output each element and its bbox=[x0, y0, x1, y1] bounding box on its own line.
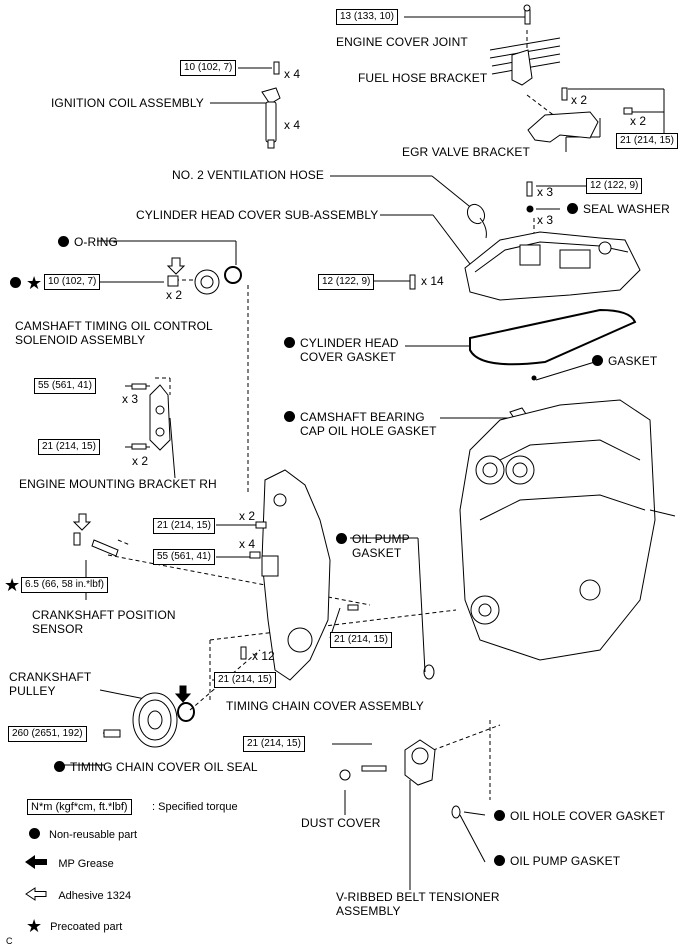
non-reusable-icon bbox=[29, 828, 40, 839]
count-mount-lower: x 2 bbox=[132, 454, 149, 468]
count-egr-upper: x 2 bbox=[571, 93, 588, 107]
non-reusable-icon bbox=[58, 236, 69, 247]
label-v-ribbed-belt-tensioner-2: ASSEMBLY bbox=[336, 904, 401, 918]
filled-arrow-icon bbox=[25, 855, 47, 869]
count-egr-right: x 2 bbox=[630, 114, 647, 128]
legend-mp-grease: MP Grease bbox=[25, 855, 114, 871]
legend-non-reusable-text: Non-reusable part bbox=[49, 829, 138, 841]
non-reusable-icon bbox=[494, 810, 505, 821]
precoated-marker-solenoid: ★ bbox=[10, 273, 43, 293]
legend-adhesive: Adhesive 1324 bbox=[25, 887, 131, 903]
label-camshaft-timing-solenoid-1: CAMSHAFT TIMING OIL CONTROL bbox=[15, 319, 213, 333]
count-head-cover-main: x 14 bbox=[421, 274, 444, 288]
precoated-star-icon: ★ bbox=[4, 575, 21, 595]
torque-head-cover-upper: 12 (122, 9) bbox=[586, 178, 643, 194]
count-solenoid: x 2 bbox=[166, 288, 183, 302]
legend-torque-box: N*m (kgf*cm, ft.*lbf) bbox=[27, 799, 132, 815]
non-reusable-icon bbox=[10, 277, 21, 288]
corner-code: C bbox=[6, 936, 13, 946]
label-ohcg-text: OIL HOLE COVER GASKET bbox=[510, 809, 666, 823]
label-dust-cover: DUST COVER bbox=[301, 816, 381, 830]
count-timing-c: x 12 bbox=[252, 649, 275, 663]
count-timing-a: x 2 bbox=[239, 509, 256, 523]
legend-precoated: ★ Precoated part bbox=[26, 916, 123, 936]
label-camshaft-bearing-cap-2: CAP OIL HOLE GASKET bbox=[300, 424, 437, 438]
label-o-ring: O-RING bbox=[58, 235, 118, 249]
non-reusable-icon bbox=[592, 355, 603, 366]
label-cylinder-head-cover-gasket-1: CYLINDER HEAD bbox=[284, 336, 399, 350]
label-oil-hole-cover-gasket: OIL HOLE COVER GASKET bbox=[494, 809, 665, 823]
label-ignition-coil-assembly: IGNITION COIL ASSEMBLY bbox=[51, 96, 204, 110]
torque-timing-cover-c: 21 (214, 15) bbox=[330, 632, 392, 648]
count-seal-washer: x 3 bbox=[537, 213, 554, 227]
torque-egr-bracket: 21 (214, 15) bbox=[616, 133, 678, 149]
label-tccos-text: TIMING CHAIN COVER OIL SEAL bbox=[70, 760, 258, 774]
label-engine-cover-joint: ENGINE COVER JOINT bbox=[336, 35, 468, 49]
label-timing-chain-cover-oil-seal: TIMING CHAIN COVER OIL SEAL bbox=[54, 760, 258, 774]
legend-non-reusable: Non-reusable part bbox=[29, 827, 137, 842]
non-reusable-icon bbox=[284, 337, 295, 348]
torque-engine-cover-joint: 13 (133, 10) bbox=[336, 9, 398, 25]
non-reusable-icon bbox=[284, 411, 295, 422]
legend-torque-text: : Specified torque bbox=[152, 801, 238, 813]
label-camshaft-timing-solenoid-2: SOLENOID ASSEMBLY bbox=[15, 333, 146, 347]
label-opgl-text: OIL PUMP GASKET bbox=[510, 854, 621, 868]
label-fuel-hose-bracket: FUEL HOSE BRACKET bbox=[358, 71, 488, 85]
label-o-ring-text: O-RING bbox=[74, 235, 118, 249]
label-chcg-text-1: CYLINDER HEAD bbox=[300, 336, 399, 350]
outline-arrow-icon bbox=[25, 887, 47, 901]
non-reusable-icon bbox=[336, 533, 347, 544]
label-no2-ventilation-hose: NO. 2 VENTILATION HOSE bbox=[172, 168, 325, 182]
legend-adhesive-text: Adhesive 1324 bbox=[58, 890, 132, 902]
label-gasket: GASKET bbox=[592, 354, 657, 368]
label-crankshaft-pulley-2: PULLEY bbox=[9, 684, 56, 698]
count-head-cover-bolt: x 3 bbox=[537, 185, 554, 199]
torque-solenoid: 10 (102, 7) bbox=[44, 274, 101, 290]
label-engine-mounting-bracket-rh: ENGINE MOUNTING BRACKET RH bbox=[19, 477, 217, 491]
label-v-ribbed-belt-tensioner-1: V-RIBBED BELT TENSIONER bbox=[336, 890, 500, 904]
label-crankshaft-position-sensor-1: CRANKSHAFT POSITION bbox=[32, 608, 176, 622]
torque-tensioner: 21 (214, 15) bbox=[243, 736, 305, 752]
non-reusable-icon bbox=[54, 761, 65, 772]
count-ignition-coil: x 4 bbox=[284, 118, 301, 132]
label-crankshaft-position-sensor-2: SENSOR bbox=[32, 622, 84, 636]
label-oil-pump-gasket-upper-1: OIL PUMP bbox=[336, 532, 410, 546]
torque-head-cover-lower: 12 (122, 9) bbox=[318, 274, 375, 290]
label-seal-washer: SEAL WASHER bbox=[567, 202, 670, 216]
label-cylinder-head-cover-sub-assembly: CYLINDER HEAD COVER SUB-ASSEMBLY bbox=[136, 208, 379, 222]
precoated-star-icon: ★ bbox=[26, 916, 43, 936]
label-cbc-text-1: CAMSHAFT BEARING bbox=[300, 410, 425, 424]
label-crankshaft-pulley-1: CRANKSHAFT bbox=[9, 670, 92, 684]
legend-precoated-text: Precoated part bbox=[50, 921, 123, 933]
torque-mount-bracket-upper: 55 (561, 41) bbox=[34, 378, 96, 394]
label-oil-pump-gasket-upper-2: GASKET bbox=[352, 546, 402, 560]
count-mount-upper: x 3 bbox=[122, 392, 139, 406]
non-reusable-icon bbox=[494, 855, 505, 866]
torque-mount-bracket-lower: 21 (214, 15) bbox=[38, 439, 100, 455]
torque-timing-cover-b: 55 (561, 41) bbox=[153, 549, 215, 565]
torque-timing-cover-d: 21 (214, 15) bbox=[214, 672, 276, 688]
label-oil-pump-gasket-lower: OIL PUMP GASKET bbox=[494, 854, 620, 868]
precoated-marker-crank-sensor: ★ bbox=[4, 575, 21, 595]
label-camshaft-bearing-cap-1: CAMSHAFT BEARING bbox=[284, 410, 425, 424]
torque-crank-pulley: 260 (2651, 192) bbox=[8, 726, 87, 742]
torque-crank-sensor: 6.5 (66, 58 in.*lbf) bbox=[21, 577, 108, 593]
label-gasket-text: GASKET bbox=[608, 354, 658, 368]
torque-timing-cover-a: 21 (214, 15) bbox=[153, 518, 215, 534]
non-reusable-icon bbox=[567, 203, 578, 214]
count-ignition-bolt: x 4 bbox=[284, 67, 301, 81]
precoated-star-icon: ★ bbox=[26, 273, 43, 293]
label-cylinder-head-cover-gasket-2: COVER GASKET bbox=[300, 350, 396, 364]
label-egr-valve-bracket: EGR VALVE BRACKET bbox=[402, 145, 530, 159]
label-timing-chain-cover-assembly: TIMING CHAIN COVER ASSEMBLY bbox=[226, 699, 424, 713]
count-timing-b: x 4 bbox=[239, 537, 256, 551]
label-opg-text-1: OIL PUMP bbox=[352, 532, 410, 546]
torque-ignition-coil: 10 (102, 7) bbox=[180, 60, 237, 76]
legend-mp-grease-text: MP Grease bbox=[58, 858, 114, 870]
label-seal-washer-text: SEAL WASHER bbox=[583, 202, 670, 216]
